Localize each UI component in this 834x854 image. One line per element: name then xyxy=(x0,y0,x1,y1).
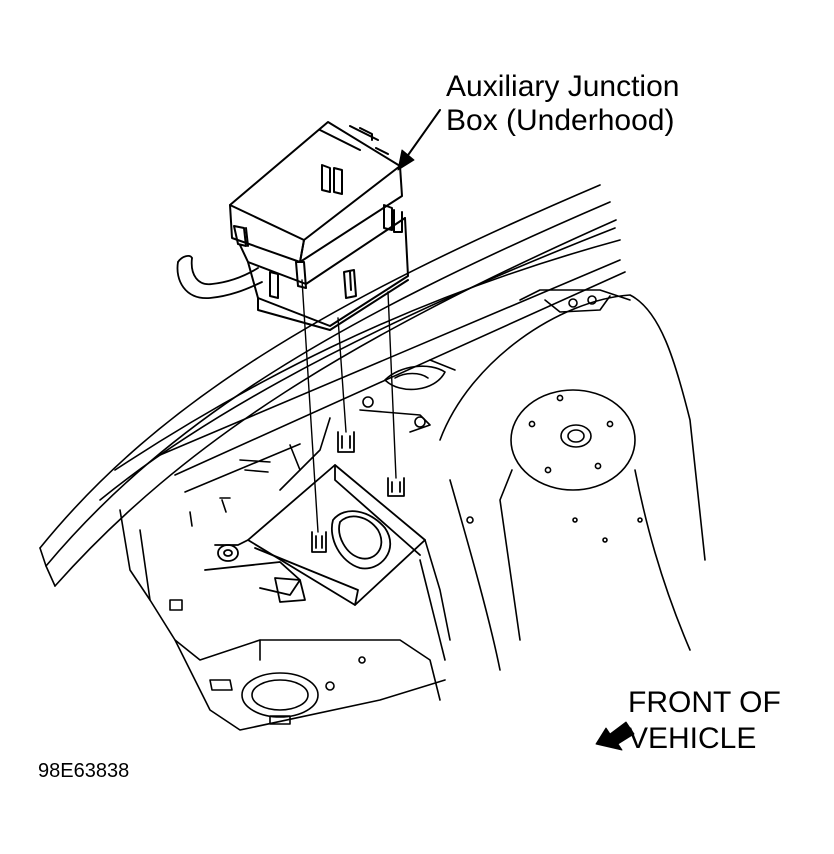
callout-line-2: Box (Underhood) xyxy=(446,104,675,137)
inner-apron xyxy=(119,417,451,731)
front-of-vehicle-label: FRONT OF VEHICLE xyxy=(628,688,781,760)
callout-leader xyxy=(397,109,441,171)
direction-line-1: FRONT OF xyxy=(628,686,781,719)
cowl-panel xyxy=(359,359,456,433)
mounting-bracket xyxy=(204,431,426,606)
strut-tower xyxy=(419,289,706,671)
junction-box xyxy=(229,121,409,331)
arrow-icon xyxy=(595,721,635,751)
component-callout-label: Auxiliary Junction Box (Underhood) xyxy=(446,72,679,140)
wiring-harness xyxy=(176,255,263,299)
figure-id: 98E63838 xyxy=(38,760,130,782)
fender-rails xyxy=(39,184,626,587)
callout-line-1: Auxiliary Junction xyxy=(446,70,680,103)
direction-line-2: VEHICLE xyxy=(628,722,757,755)
